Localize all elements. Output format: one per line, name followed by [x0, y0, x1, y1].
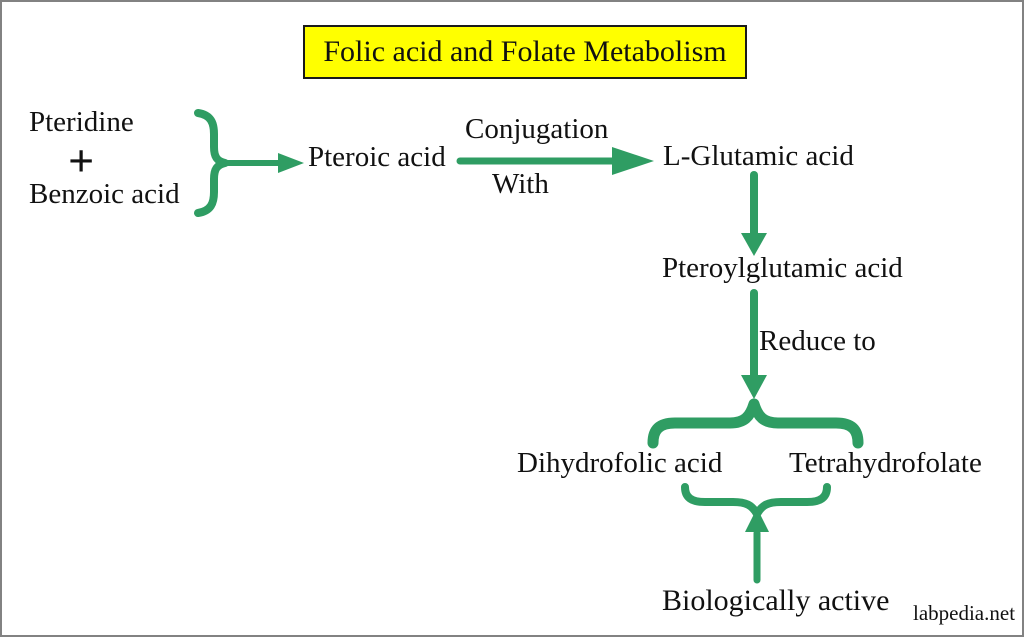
node-biologically-active: Biologically active	[662, 584, 890, 617]
node-dihydrofolic-acid: Dihydrofolic acid	[517, 447, 723, 479]
node-pteridine: Pteridine	[29, 106, 134, 138]
page-title: Folic acid and Folate Metabolism	[323, 35, 727, 68]
watermark: labpedia.net	[913, 601, 1016, 625]
node-l-glutamic-acid: L-Glutamic acid	[663, 140, 854, 172]
title-box: Folic acid and Folate Metabolism	[303, 25, 747, 79]
node-pteroic-acid: Pteroic acid	[308, 141, 446, 173]
label-conjugation: Conjugation	[465, 113, 609, 145]
label-reduce-to: Reduce to	[759, 325, 876, 357]
biologically-active-arrow-head	[745, 508, 769, 532]
reduce-to-arrow-head	[741, 375, 767, 399]
node-tetrahydrofolate: Tetrahydrofolate	[789, 447, 982, 479]
reactants-curly-brace	[194, 109, 229, 217]
products-join-brace	[681, 483, 831, 518]
node-pteroylglutamic-acid: Pteroylglutamic acid	[662, 252, 903, 284]
node-benzoic-acid: Benzoic acid	[29, 178, 180, 210]
products-split-brace	[647, 398, 864, 449]
conjugation-arrow-head	[612, 147, 654, 175]
arrow-to-pteroic-head	[278, 153, 304, 173]
label-with: With	[492, 168, 549, 200]
plus-sign: +	[68, 135, 95, 186]
